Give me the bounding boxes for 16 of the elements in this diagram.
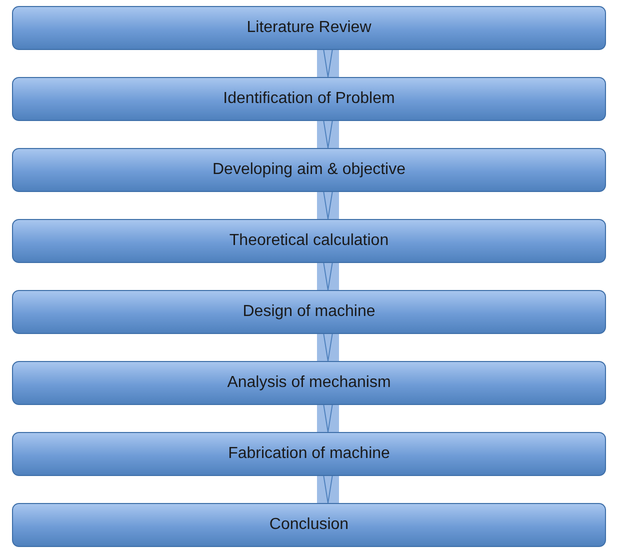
step-label: Analysis of mechanism xyxy=(227,374,391,392)
process-bar xyxy=(12,148,606,192)
step-label: Theoretical calculation xyxy=(229,232,389,250)
process-bar xyxy=(12,77,606,121)
process-bar xyxy=(12,361,606,405)
process-bar xyxy=(12,219,606,263)
step-label: Conclusion xyxy=(269,516,349,534)
process-bar xyxy=(12,290,606,334)
step-label: Design of machine xyxy=(242,303,376,321)
step-label: Fabrication of machine xyxy=(228,445,390,463)
process-bar xyxy=(12,6,606,50)
step-label: Literature Review xyxy=(246,19,372,37)
step-label: Developing aim & objective xyxy=(212,161,406,179)
process-bar xyxy=(12,503,606,547)
process-bar xyxy=(12,432,606,476)
step-label: Identification of Problem xyxy=(223,90,395,108)
